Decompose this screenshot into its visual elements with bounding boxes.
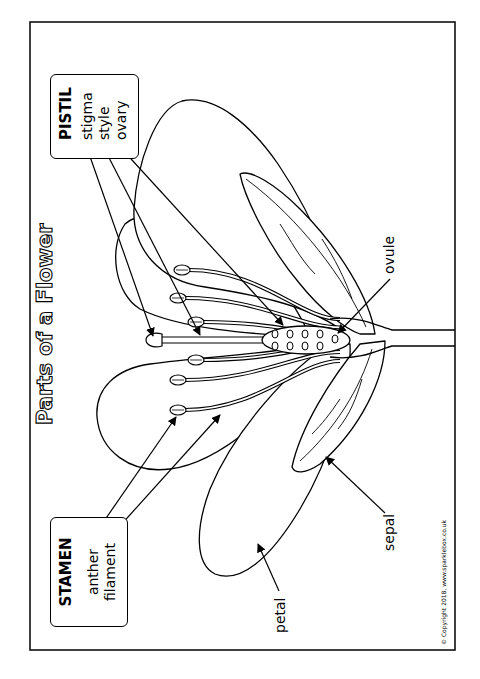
- ovule-shape: [302, 342, 308, 350]
- part-label: sepal: [381, 514, 398, 551]
- anther-line: [190, 322, 202, 323]
- anther-shape: [170, 375, 186, 385]
- part-name: anther: [85, 528, 102, 616]
- anther-shape: [170, 405, 186, 415]
- anther-shape: [188, 317, 204, 327]
- part-label: petal: [272, 598, 289, 633]
- ovule-shape: [302, 330, 308, 338]
- anther-shape: [188, 355, 204, 365]
- part-name: filament: [102, 528, 119, 616]
- anther-line: [172, 380, 184, 381]
- stamen-box: STAMEN antherfilament: [50, 517, 128, 627]
- ovule-shape: [317, 330, 323, 338]
- ovule-shape: [317, 342, 323, 350]
- leader-line: [338, 279, 390, 333]
- part-name: stigma: [79, 87, 96, 140]
- sepal-vein: [322, 239, 352, 299]
- part-label: ovule: [381, 236, 398, 274]
- filament-line: [185, 361, 340, 410]
- anther-line: [172, 298, 184, 299]
- sepal-vein: [280, 224, 315, 274]
- part-name: style: [96, 87, 113, 140]
- pistil-box: PISTILstigmastyleovary: [50, 74, 139, 159]
- anther-line: [172, 410, 184, 411]
- page-frame: [30, 22, 455, 650]
- sepal-vein: [300, 349, 372, 461]
- box-heading: STAMEN: [57, 528, 75, 616]
- title: Parts of a Flower: [33, 225, 57, 425]
- stigma: [146, 333, 162, 347]
- anther-line: [176, 270, 188, 271]
- ovary: [262, 326, 350, 354]
- box-heading: PISTIL: [57, 87, 75, 140]
- sepal-vein: [338, 379, 362, 429]
- leader-line: [121, 148, 283, 325]
- ovule-group: [272, 330, 338, 350]
- anther-shape: [174, 265, 190, 275]
- ovule-shape: [287, 342, 293, 350]
- ovule-shape: [287, 330, 293, 338]
- ovule-shape: [332, 335, 338, 343]
- ovule-shape: [272, 330, 278, 338]
- leader-line: [326, 457, 385, 513]
- leader-line: [104, 148, 200, 335]
- anther-line: [190, 360, 202, 361]
- ovule-shape: [272, 342, 278, 350]
- filament-line: [185, 361, 340, 410]
- anther-shape: [170, 293, 186, 303]
- part-name: ovary: [113, 87, 130, 140]
- sepal-vein: [312, 399, 340, 434]
- copyright-note: © Copyright 2018, www.sparklebox.co.uk: [440, 520, 448, 645]
- leader-line: [258, 544, 279, 591]
- style: [160, 337, 265, 343]
- leader-line: [87, 148, 153, 336]
